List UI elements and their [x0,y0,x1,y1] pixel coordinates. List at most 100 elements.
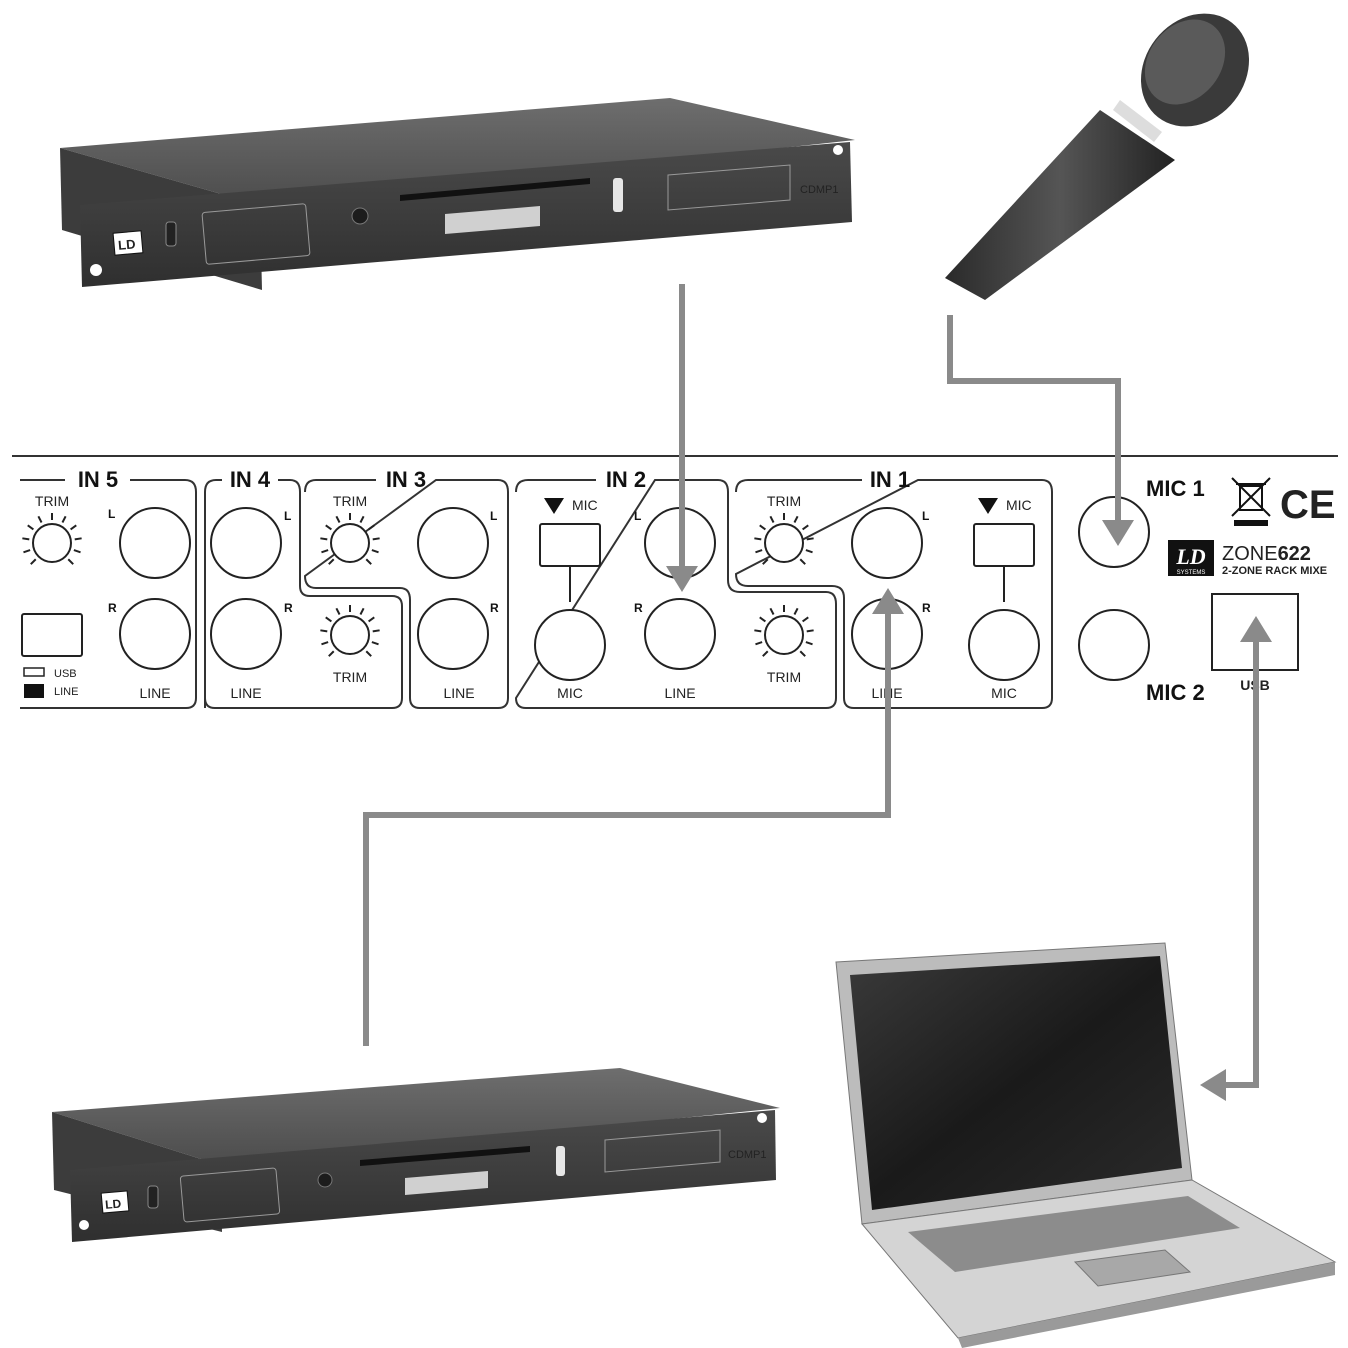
in1-mic-jack [968,609,1040,681]
arrowhead-in2-icon [666,566,698,592]
in3-trim-knob-bottom [320,605,380,657]
in5-l-marker: L [108,507,115,521]
in2-line-r-jack [644,598,716,670]
cd-player-bottom-slot [360,1146,530,1166]
in1-mic-switch-arrow-icon [978,498,998,514]
in2-l-marker: L [634,509,641,523]
in1-line-l-jack [851,507,923,579]
cd-player-top-logo [112,230,144,256]
line-option-indicator [24,684,44,698]
in5-line-l-jack [119,507,191,579]
in1-trim-knob-top [754,513,814,565]
cd-player-bottom-lid [52,1068,780,1165]
in4-line-label: LINE [230,685,261,701]
in1-mic-switch [973,523,1035,567]
in3-frame [303,479,509,709]
in5-frame [20,479,197,709]
in1-r-marker: R [922,601,931,615]
in3-trim-knob-top [320,513,380,565]
in1-label: IN 1 [870,467,910,492]
mic2-label: MIC 2 [1146,680,1205,705]
in2-line-label: LINE [664,685,695,701]
in3-line-l-jack [417,507,489,579]
cd-player-bottom-usb-slot [556,1146,565,1176]
in4-r-marker: R [284,601,293,615]
cd-player-top-model: CDMP1 [800,184,839,196]
cd-player-top-buttons [667,164,791,211]
cd-player-top-jack [351,207,369,225]
cd-player-bottom-model: CDMP1 [728,1149,767,1161]
cd-player-top-slot [400,178,590,201]
microphone-body [945,110,1175,300]
brand-logo [1168,540,1214,576]
in3-trim-label-top: TRIM [333,493,367,509]
in4-line-r-jack [210,598,282,670]
in3-trim-label-bottom: TRIM [333,669,367,685]
in5-r-marker: R [108,601,117,615]
cd-player-bottom-keypad [179,1167,281,1223]
mic2-jack [1078,609,1150,681]
arrowhead-laptop-icon [1200,1069,1226,1101]
brand-logo-text: LD [1175,544,1205,569]
in1-l-marker: L [922,509,929,523]
power-switch-top [165,221,177,247]
cd-player-bottom-display [405,1171,488,1195]
in2-mic-label: MIC [557,685,583,701]
cd-player-top-logo-text: LD [118,236,137,252]
arrowhead-usb-icon [1240,616,1272,642]
in1-mic-switch-label: MIC [1006,497,1032,513]
in1-mic-label: MIC [991,685,1017,701]
in2-r-marker: R [634,601,643,615]
arrowhead-mic1-icon [1102,520,1134,546]
in2-frame [514,479,837,709]
in1-frame [734,479,1053,709]
in3-r-marker: R [490,601,499,615]
laptop-base-edge [958,1262,1335,1348]
in2-mic-switch-arrow-icon [544,498,564,514]
brand-logo-sub: SYSTEMS [1177,570,1206,576]
in3-l-marker: L [490,509,497,523]
cd-player-bottom-front [70,1110,776,1242]
laptop-keyboard [908,1196,1240,1272]
weee-bin-icon [1231,477,1271,526]
laptop [835,942,1337,1348]
usb-option-indicator [23,667,45,677]
mic1-label: MIC 1 [1146,476,1205,501]
usb-option-label: USB [54,668,77,680]
in5-label: IN 5 [78,467,118,492]
in5-trim-label: TRIM [35,493,69,509]
in2-label: IN 2 [606,467,646,492]
cd-player-top: LD CDMP1 [60,98,855,290]
arrowhead-in1-icon [872,588,904,614]
in2-mic-jack [534,609,606,681]
cd-player-bottom-logo [100,1190,130,1214]
in1-trim-knob-bottom [754,605,814,657]
microphone-grille-highlight [1144,19,1226,105]
connection-wires [363,284,1272,1101]
in4-l-marker: L [284,509,291,523]
in4-frame [204,479,403,709]
model-name: ZONE622 [1222,543,1311,565]
laptop-touchpad [1073,1249,1192,1287]
mixer-rear-panel: IN 5 IN 4 IN 3 IN 2 IN 1 TRIM TRIM TRIM … [12,455,1338,709]
cd-player-bottom-ear-hole-2 [757,1113,767,1123]
in3-label: IN 3 [386,467,426,492]
cd-player-top-keypad [201,203,311,265]
cd-player-top-ear-hole [90,264,102,276]
cd-player-top-display [445,206,540,234]
trim-knobs [22,513,814,657]
laptop-screen [850,956,1182,1210]
in1-trim-label-bottom: TRIM [767,669,801,685]
in1-trim-label-top: TRIM [767,493,801,509]
cd-player-top-ear-hole-2 [833,145,843,155]
ce-mark: CE [1280,483,1336,527]
cd-player-bottom: LD CDMP1 [52,1068,780,1242]
model-subtitle: 2-ZONE RACK MIXE [1222,565,1327,577]
cd-player-bottom-buttons [604,1129,721,1173]
in3-line-label: LINE [443,685,474,701]
power-switch-bottom [147,1185,159,1209]
microphone [945,13,1250,300]
wire-mic-to-mic1 [947,315,1121,522]
in4-line-l-jack [210,507,282,579]
